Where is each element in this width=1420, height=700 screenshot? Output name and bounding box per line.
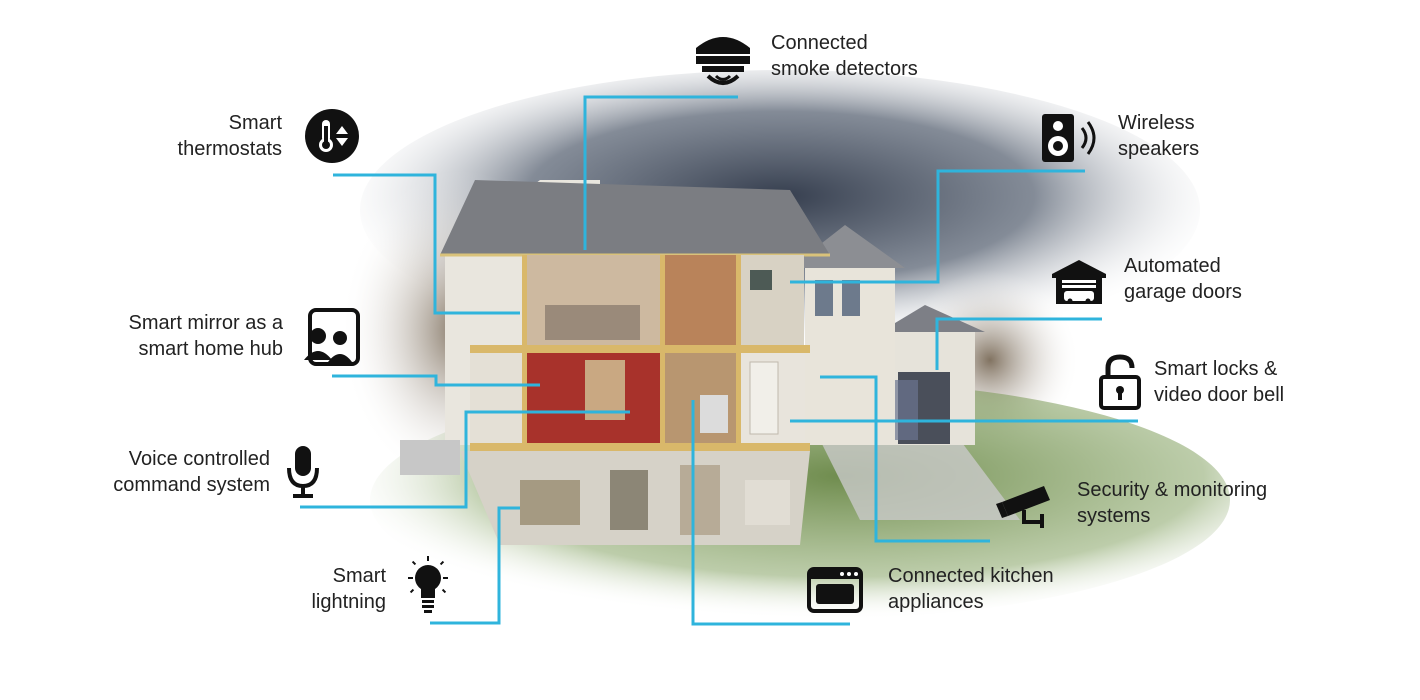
label-voice: Voice controlled command system: [113, 446, 270, 498]
smoke-detector-icon: [692, 28, 754, 90]
label-smoke-line1: Connected: [771, 32, 868, 54]
mirror-users-icon: [302, 308, 360, 366]
ac-unit: [400, 440, 460, 475]
basement-sofa: [520, 480, 580, 525]
label-mirror-line1: Smart mirror as a: [128, 312, 283, 334]
oven-icon: [806, 566, 864, 614]
security-camera-icon: [994, 482, 1056, 530]
label-security-line2: systems: [1077, 505, 1151, 527]
label-garage-line2: garage doors: [1124, 281, 1242, 303]
front-door: [749, 361, 779, 435]
label-locks-line1: Smart locks &: [1154, 358, 1278, 380]
label-thermostats: Smart thermostats: [178, 110, 282, 162]
leader-lines: [300, 95, 1138, 626]
padlock-icon: [1098, 354, 1142, 410]
office: [739, 255, 804, 345]
label-security-line1: Security & monitoring: [1077, 479, 1268, 501]
label-security: Security & monitoring systems: [1077, 477, 1267, 529]
label-mirror: Smart mirror as a smart home hub: [129, 310, 283, 362]
label-locks: Smart locks & video door bell: [1154, 356, 1284, 408]
light-bulb-icon: [404, 554, 452, 616]
label-speakers: Wireless speakers: [1118, 110, 1199, 162]
label-garage-line1: Automated: [1124, 255, 1221, 277]
label-kitchen: Connected kitchen appliances: [888, 563, 1054, 615]
side-window-2: [842, 280, 860, 316]
label-lighting-line2: lightning: [311, 591, 386, 613]
label-lighting: Smart lightning: [311, 563, 386, 615]
side-window-1: [815, 280, 833, 316]
label-kitchen-line2: appliances: [888, 591, 984, 613]
label-locks-line2: video door bell: [1154, 384, 1285, 406]
bed: [545, 305, 640, 340]
label-thermostat-line2: thermostats: [177, 138, 282, 160]
laundry: [745, 480, 790, 525]
label-speakers-line2: speakers: [1118, 138, 1200, 160]
label-lighting-line1: Smart: [332, 565, 386, 587]
garage-roof: [880, 305, 985, 332]
speaker-icon: [1040, 112, 1102, 164]
upper-floor-beam: [470, 345, 810, 353]
label-voice-line2: command system: [113, 474, 270, 496]
oven: [700, 395, 728, 433]
thermometer-icon: [304, 108, 360, 164]
label-kitchen-line1: Connected kitchen: [888, 565, 1054, 587]
label-voice-line1: Voice controlled: [128, 448, 270, 470]
leader-kitchen: [691, 400, 850, 626]
left-exterior-wall: [470, 353, 522, 443]
side-roof: [790, 225, 905, 268]
leader-garage: [935, 317, 1102, 370]
label-garage: Automated garage doors: [1124, 253, 1242, 305]
ground-floor-beam: [470, 443, 810, 451]
garage-icon: [1050, 258, 1108, 306]
label-smoke-detectors: Connected smoke detectors: [771, 30, 918, 82]
tv-screen: [750, 270, 772, 290]
upper-room-2: [662, 255, 737, 345]
driveway: [820, 440, 1020, 520]
leader-security: [820, 375, 990, 543]
doorway: [585, 360, 625, 420]
label-mirror-line2: smart home hub: [138, 338, 283, 360]
label-speakers-line1: Wireless: [1118, 112, 1195, 134]
leader-speakers: [790, 169, 1085, 284]
label-thermostat-line1: Smart: [228, 112, 282, 134]
leader-voice: [300, 410, 630, 509]
label-smoke-line2: smoke detectors: [771, 58, 918, 80]
leader-thermostat: [333, 173, 520, 315]
microphone-icon: [285, 444, 321, 500]
leader-smoke: [583, 95, 738, 250]
basement-storage: [680, 465, 720, 535]
leader-lighting: [430, 506, 520, 625]
main-roof: [440, 180, 830, 255]
water-heater: [610, 470, 648, 530]
leader-mirror: [332, 374, 540, 387]
